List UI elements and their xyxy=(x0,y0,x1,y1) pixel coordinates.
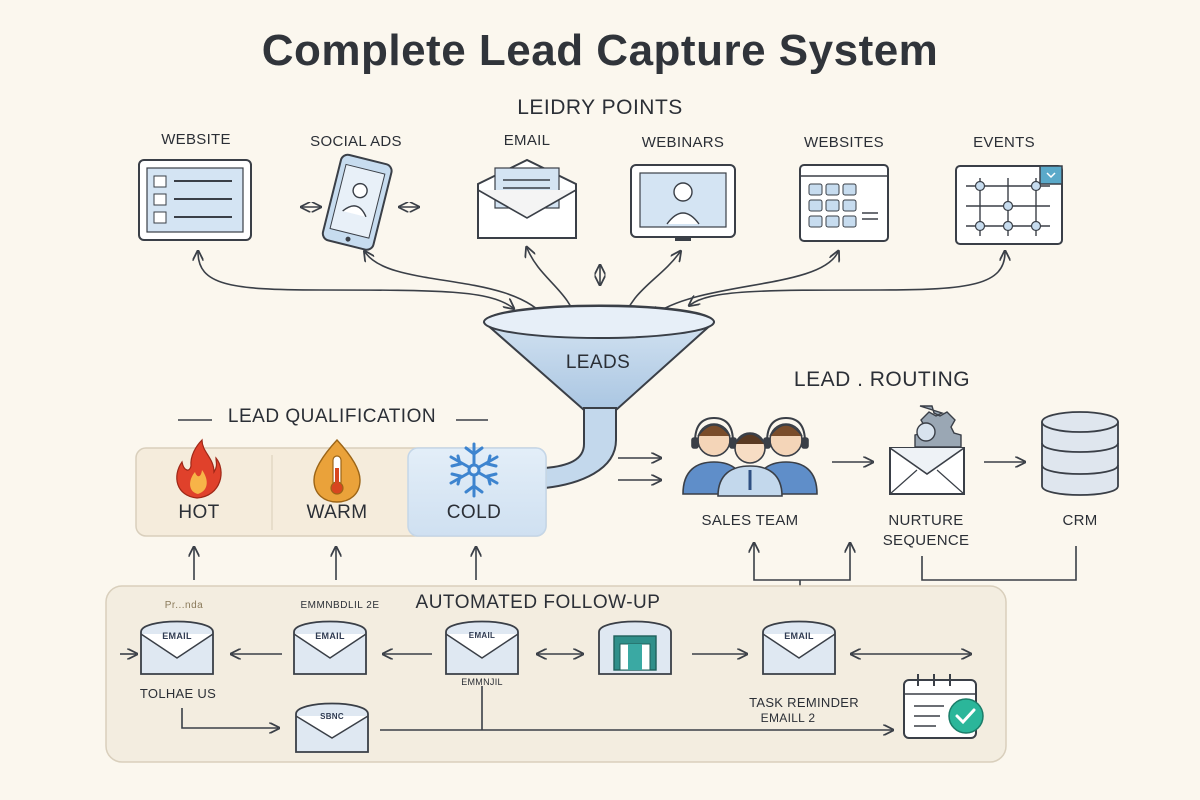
database-icon xyxy=(1041,411,1119,496)
envelope-icon xyxy=(445,620,519,675)
sales-team-icon xyxy=(682,416,818,497)
qualification-hot-label: HOT xyxy=(178,502,220,523)
gift-envelope-icon xyxy=(598,620,672,675)
snowflake-icon xyxy=(449,442,499,498)
routing-sales-team-label: SALES TEAM xyxy=(701,512,799,529)
routing-nurture-line1: NURTURE xyxy=(888,512,964,529)
website-grid-icon xyxy=(799,164,889,242)
funnel-icon xyxy=(482,304,716,490)
routing-heading: LEAD . ROUTING xyxy=(793,368,971,391)
followup-scribble-left: Pr...nda xyxy=(164,600,204,611)
followup-heading: AUTOMATED FOLLOW-UP xyxy=(415,592,661,613)
envelope-icon xyxy=(295,702,369,753)
website-form-icon xyxy=(138,159,252,241)
envelope-icon xyxy=(293,620,367,675)
envelope-label-bottom: SBNC xyxy=(320,712,344,721)
thermometer-icon xyxy=(313,438,361,503)
entry-label-webinars: WEBINARS xyxy=(641,134,725,151)
entry-label-email: EMAIL xyxy=(503,132,551,149)
fire-icon xyxy=(176,438,222,499)
calendar-check-icon xyxy=(903,674,984,739)
followup-contact-label: TOLHAE US xyxy=(139,686,217,701)
envelope-icon xyxy=(762,620,836,675)
followup-scribble-mid: EMMNBDLIL 2E xyxy=(300,600,380,611)
envelope-icon xyxy=(140,620,214,675)
loop-nurture-crm xyxy=(921,546,1077,581)
event-board-icon xyxy=(955,165,1063,245)
entry-label-website: WEBSITE xyxy=(161,131,231,148)
envelope-label-1: EMAIL xyxy=(162,631,192,641)
entry-label-websites: WEBSITES xyxy=(804,134,884,151)
qualification-cold-label: COLD xyxy=(446,502,502,523)
routing-crm-label: CRM xyxy=(1062,512,1098,529)
entry-points-heading: LEIDRY POINTS xyxy=(517,96,683,119)
arrow-events-funnel xyxy=(690,252,1005,305)
entry-label-events: EVENTS xyxy=(973,134,1035,151)
envelope-label-5: EMAIL xyxy=(784,631,814,641)
followup-task-line1: TASK REMINDER xyxy=(749,695,859,710)
gear-envelope-icon xyxy=(889,405,965,495)
arrow-website-funnel xyxy=(198,252,513,308)
envelope-label-3: EMAIL xyxy=(468,631,496,640)
webinar-screen-icon xyxy=(630,164,736,241)
envelope-label-2: EMAIL xyxy=(315,631,345,641)
routing-nurture-line2: SEQUENCE xyxy=(882,532,970,549)
mobile-phone-icon xyxy=(321,153,393,251)
arrow-contact-bottom-email xyxy=(181,708,278,728)
qualification-warm-label: WARM xyxy=(306,502,368,523)
loop-sales-team xyxy=(754,544,850,581)
funnel-label: LEADS xyxy=(565,352,631,373)
followup-task-line2: EMAILL 2 xyxy=(760,711,816,725)
page-title: Complete Lead Capture System xyxy=(261,26,939,75)
arrow-websites-funnel xyxy=(652,252,838,316)
open-envelope-icon xyxy=(477,158,577,239)
entry-label-social-ads: SOCIAL ADS xyxy=(310,133,402,150)
followup-caption-mid: EMMNJIL xyxy=(461,677,503,687)
qualification-heading: LEAD QUALIFICATION xyxy=(227,406,437,427)
